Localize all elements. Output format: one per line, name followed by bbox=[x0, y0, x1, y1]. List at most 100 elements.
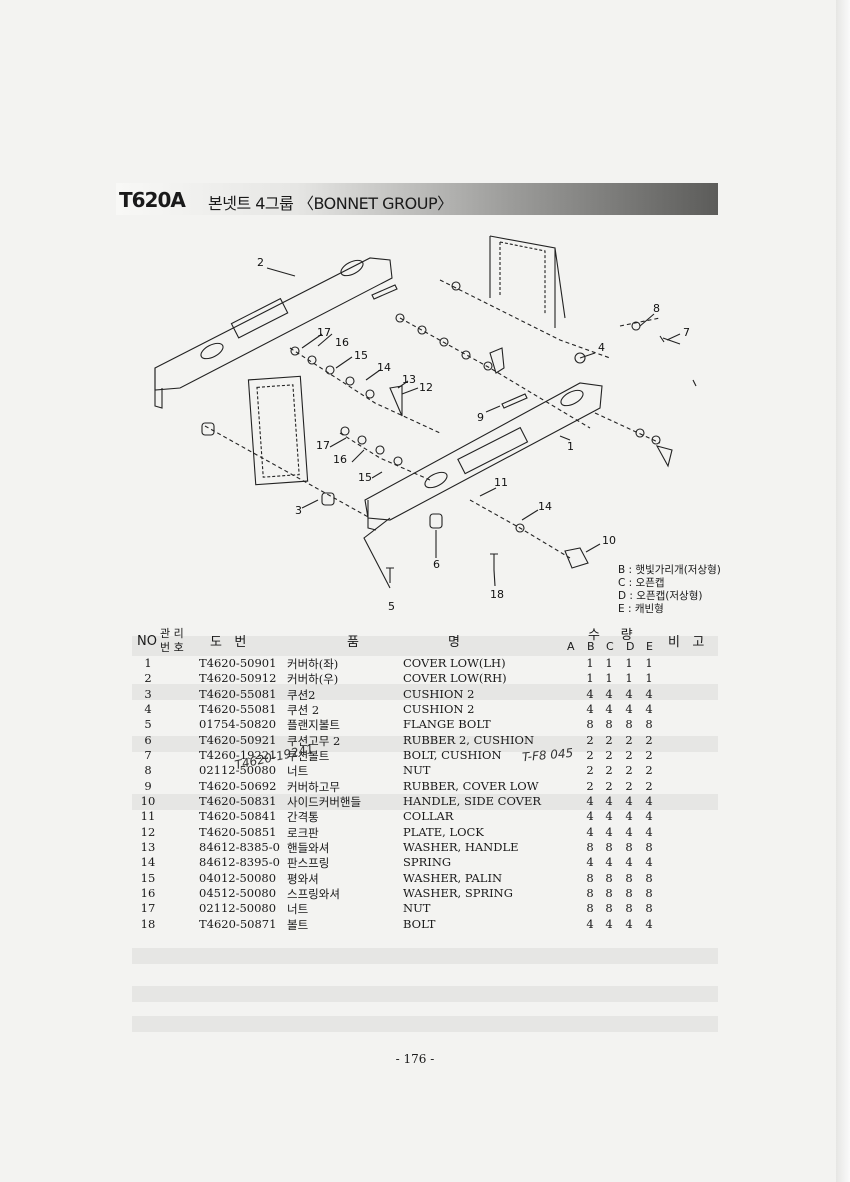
english-name: CUSHION 2 bbox=[403, 701, 475, 716]
korean-name: 볼트 bbox=[287, 917, 309, 932]
header-col-b: B bbox=[587, 640, 595, 653]
qty-b: 8 bbox=[586, 870, 594, 885]
title-bar bbox=[116, 183, 718, 215]
header-item: 품 bbox=[347, 635, 359, 650]
qty-b: 2 bbox=[586, 732, 594, 747]
korean-name: 커버하(우) bbox=[287, 672, 339, 687]
qty-c: 4 bbox=[605, 916, 613, 931]
row-band bbox=[132, 684, 718, 700]
qty-c: 8 bbox=[605, 901, 613, 916]
rubber-strip-mid bbox=[501, 393, 528, 409]
qty-c: 8 bbox=[605, 885, 613, 900]
english-name: WASHER, HANDLE bbox=[403, 839, 519, 854]
english-name: SPRING bbox=[403, 855, 452, 870]
english-name: WASHER, PALIN bbox=[403, 870, 503, 885]
part-number: T4620-50871 bbox=[199, 916, 277, 931]
qty-b: 4 bbox=[586, 916, 594, 931]
part-number: T4260-19221 bbox=[199, 747, 277, 762]
qty-d: 4 bbox=[625, 809, 633, 824]
cushion-6 bbox=[429, 513, 443, 529]
callout-18: 18 bbox=[490, 588, 504, 601]
qty-c: 4 bbox=[605, 686, 613, 701]
english-name: BOLT bbox=[403, 916, 436, 931]
korean-name: 스프링와셔 bbox=[287, 886, 340, 901]
korean-name: 너트 bbox=[287, 902, 309, 917]
row-number: 4 bbox=[144, 701, 152, 716]
part-number: 02112-50080 bbox=[199, 901, 277, 916]
callout-11: 11 bbox=[494, 476, 508, 489]
handle-10 bbox=[564, 547, 589, 569]
part-number: T4620-50912 bbox=[199, 671, 277, 686]
qty-d: 2 bbox=[625, 778, 633, 793]
english-name: RUBBER 2, CUSHION bbox=[403, 732, 535, 747]
header-mgmt-top: 관 리 bbox=[160, 627, 184, 640]
header-remark: 비 고 bbox=[668, 635, 705, 650]
part-number: 04012-50080 bbox=[199, 870, 277, 885]
qty-d: 4 bbox=[625, 793, 633, 808]
row-number: 12 bbox=[140, 824, 156, 839]
qty-b: 8 bbox=[586, 839, 594, 854]
korean-name: 너트 bbox=[287, 764, 309, 779]
lock-plate bbox=[489, 347, 505, 374]
korean-name: 플랜지볼트 bbox=[287, 718, 340, 733]
part-number: T4620-55081 bbox=[199, 686, 277, 701]
qty-e: 2 bbox=[645, 747, 653, 762]
callout-9: 9 bbox=[477, 411, 484, 424]
qty-d: 8 bbox=[625, 885, 633, 900]
qty-e: 2 bbox=[645, 763, 653, 778]
english-name: NUT bbox=[403, 763, 431, 778]
qty-e: 4 bbox=[645, 809, 653, 824]
part-number: 84612-8385-0 bbox=[199, 839, 280, 854]
qty-e: 4 bbox=[645, 916, 653, 931]
header-quantity: 수 량 bbox=[588, 628, 633, 643]
english-name: FLANGE BOLT bbox=[403, 717, 491, 732]
qty-b: 4 bbox=[586, 855, 594, 870]
english-name: COVER LOW(LH) bbox=[403, 656, 506, 670]
korean-name: 쿠션볼트 bbox=[287, 748, 330, 763]
english-name: HANDLE, SIDE COVER bbox=[403, 793, 542, 808]
callout-8: 8 bbox=[653, 302, 660, 315]
korean-name: 쿠션 2 bbox=[287, 702, 320, 717]
model-code: T620A bbox=[119, 188, 186, 212]
qty-c: 2 bbox=[605, 747, 613, 762]
qty-b: 4 bbox=[586, 701, 594, 716]
korean-name: 커버하고무 bbox=[287, 779, 340, 794]
korean-name: 간격통 bbox=[287, 810, 319, 825]
row-band bbox=[132, 1016, 718, 1032]
english-name: COVER LOW(RH) bbox=[403, 671, 507, 686]
row-number: 17 bbox=[140, 901, 156, 916]
legend-item-d: D : 오픈캡(저상형) bbox=[618, 590, 703, 602]
korean-name: 쿠션고무 2 bbox=[287, 733, 341, 748]
header-no: NO bbox=[137, 634, 157, 649]
row-number: 16 bbox=[140, 885, 156, 900]
qty-b: 8 bbox=[586, 717, 594, 732]
english-name: RUBBER, COVER LOW bbox=[403, 778, 539, 793]
qty-d: 8 bbox=[625, 901, 633, 916]
part-number: 01754-50820 bbox=[199, 717, 277, 732]
header-col-a: A bbox=[567, 640, 575, 653]
bolt-7 bbox=[659, 335, 681, 345]
row-number: 18 bbox=[140, 916, 156, 931]
page-number: - 176 - bbox=[395, 1052, 435, 1066]
exploded-parts-diagram: 2 1 3 4 5 6 7 8 9 10 11 12 13 14 14 15 1… bbox=[154, 235, 697, 613]
english-name: COLLAR bbox=[403, 809, 454, 824]
qty-d: 4 bbox=[625, 686, 633, 701]
legend-item-b: B : 햇빛가리개(저상형) bbox=[618, 564, 721, 576]
bolt-5 bbox=[386, 567, 394, 583]
callout-16: 16 bbox=[335, 336, 349, 349]
callout-16b: 16 bbox=[333, 453, 347, 466]
callout-14b: 14 bbox=[538, 500, 552, 513]
qty-c: 2 bbox=[605, 763, 613, 778]
qty-e: 2 bbox=[645, 778, 653, 793]
header-band bbox=[132, 636, 718, 656]
cover-low-lh-shape bbox=[154, 257, 393, 391]
rubber-strip-top bbox=[371, 284, 398, 300]
qty-e: 2 bbox=[645, 732, 653, 747]
